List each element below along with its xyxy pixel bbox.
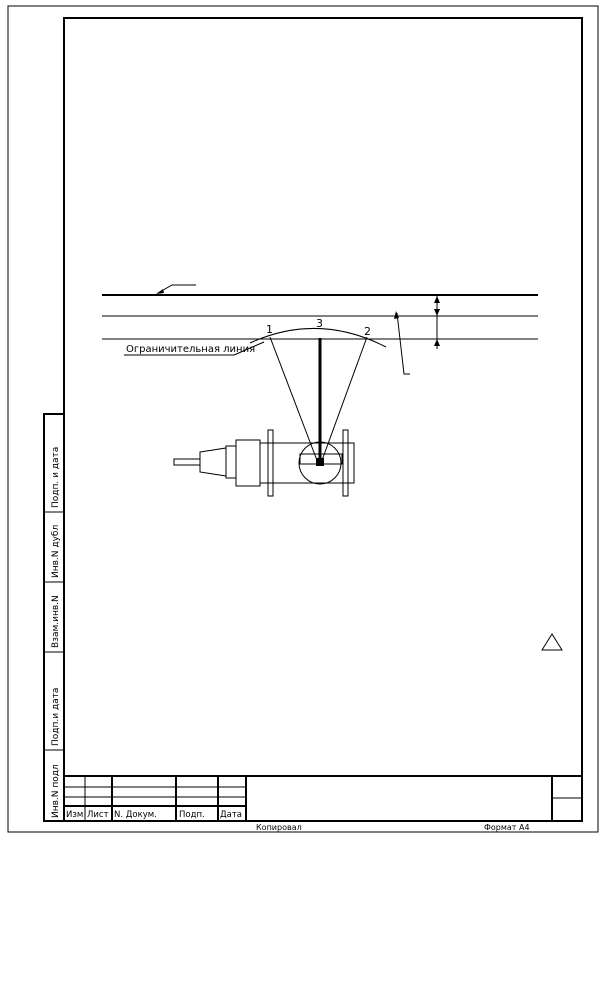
middle-leader-arrowhead: [394, 311, 399, 319]
header-n-dokum: N. Докум.: [114, 810, 157, 820]
stamp-cell-podp-data-2: Подп. и дата: [51, 447, 61, 508]
stamp-cell-podp-data: Подп.и дата: [51, 688, 61, 746]
stamp-cell-vzam-inv: Взам.инв.N: [51, 595, 61, 648]
dim-arrow-3: [434, 339, 440, 346]
stamp-cell-inv-dubl: Инв.N дубл: [51, 525, 61, 578]
dim-arrow-2: [434, 309, 440, 316]
crane-vehicle: [173, 429, 355, 497]
restriction-label-leader: [233, 341, 265, 356]
sheet-outer-border: [7, 5, 599, 833]
side-stamp: Инв.N подл Подп.и дата Взам.инв.N Инв.N …: [43, 413, 65, 822]
copied-by-label: Копировал: [256, 823, 302, 832]
point-label-2: 2: [364, 325, 371, 338]
middle-line-leader: [396, 312, 410, 375]
triangle-mark: [541, 633, 563, 651]
restriction-line-label: Ограничительная линия: [126, 344, 255, 355]
point-label-3: 3: [316, 317, 323, 330]
header-izm: Изм: [66, 810, 83, 820]
dim-arrow-1: [434, 296, 440, 303]
title-block: Изм Лист N. Докум. Подп. Дата: [64, 775, 582, 821]
header-data: Дата: [220, 810, 242, 820]
top-leader-arrowhead: [156, 289, 164, 294]
format-label: Формат А4: [484, 823, 530, 832]
boom-reach-arc: [249, 327, 387, 348]
point-label-1: 1: [266, 323, 273, 336]
header-podp: Подп.: [179, 810, 205, 820]
header-list: Лист: [87, 810, 109, 820]
reach-line-2: [320, 336, 368, 464]
reach-line-1: [269, 336, 319, 464]
stamp-cell-inv-podl: Инв.N подл: [51, 764, 61, 818]
drawing-frame: [63, 17, 583, 822]
